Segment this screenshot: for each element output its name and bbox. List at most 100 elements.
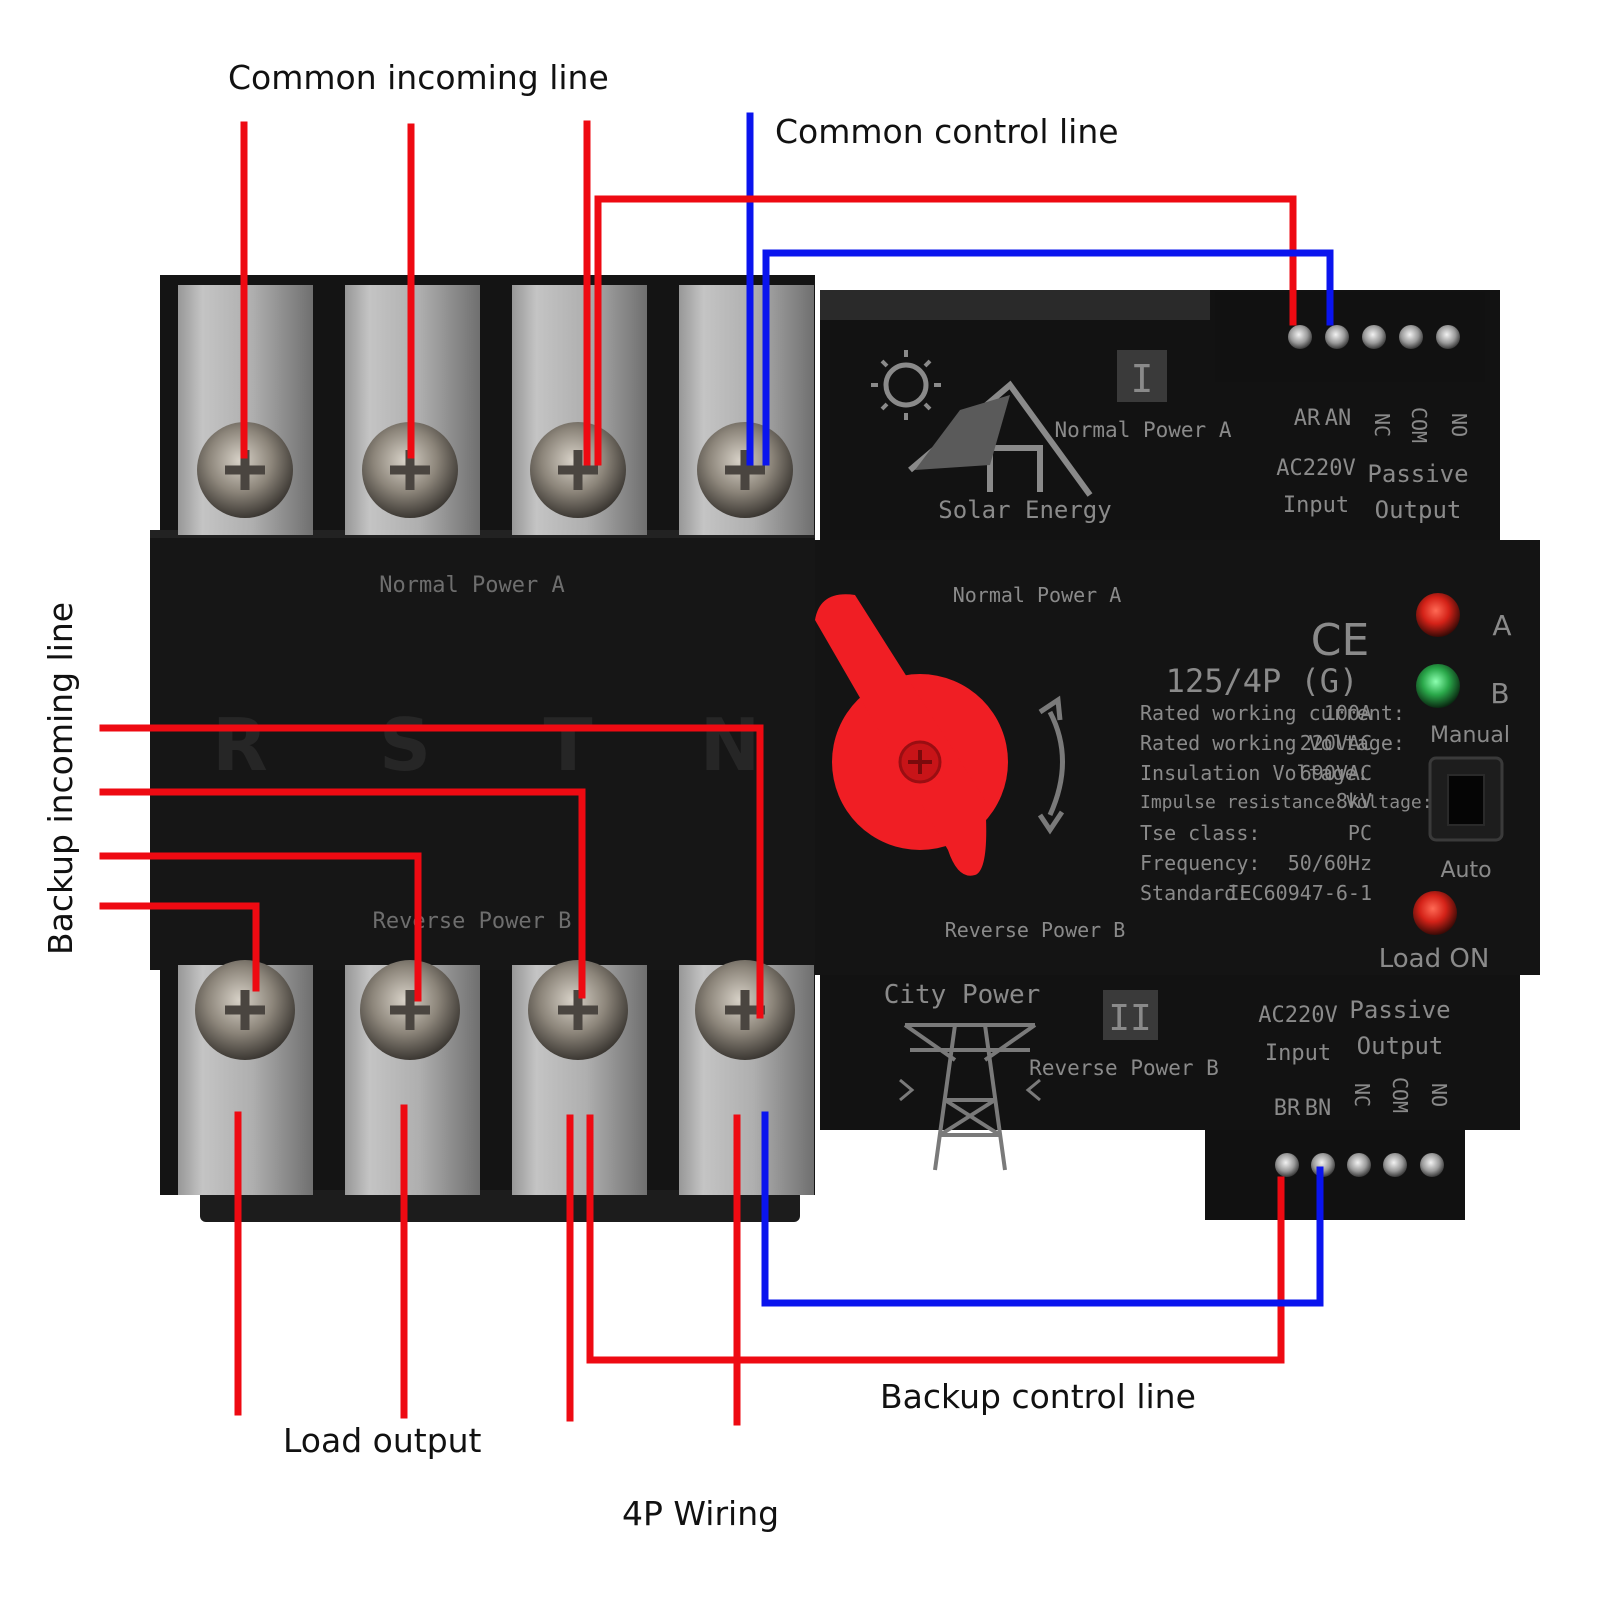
manual-auto-switch[interactable] [1428,756,1504,842]
spec-value: 50/60Hz [1288,851,1372,875]
led-b-label: B [1490,677,1509,710]
manual-label: Manual [1430,723,1510,748]
terminal-nc-b [1347,1153,1371,1177]
spec-value: 690VAC [1300,761,1372,785]
tower-arrows-icon [899,1078,1041,1102]
common-control-wire-phase [594,195,1297,466]
top-terminal-label-ar: AR [1294,406,1321,431]
spec-label: Rated working current: [1140,701,1405,725]
top-module-output: Output [1375,496,1462,524]
spec-value: PC [1348,821,1372,845]
auto-label: Auto [1440,858,1491,883]
bottom-module-output: Output [1357,1032,1444,1060]
sun-rays-icon [871,350,941,420]
top-module-passive: Passive [1367,460,1468,488]
spec-label: Tse class: [1140,821,1260,845]
bottom-screw-slot-3 [558,990,598,1030]
terminal-ar [1288,325,1312,349]
top-screw-slot-4 [725,450,765,490]
rotary-handle-lever[interactable] [815,594,987,876]
bottom-screw-slot-2 [390,990,430,1030]
breaker-bottom-label: Reverse Power B [373,909,572,934]
top-terminal-label-com: COM [1407,407,1431,443]
pole-letter-s: S [379,703,431,787]
bottom-terminal-label-com: COM [1388,1077,1412,1113]
bottom-terminal-label-bn: BN [1305,1096,1332,1121]
bottom-terminal-label-nc: NC [1350,1083,1374,1107]
led-a-indicator [1416,593,1460,637]
backup-incoming-wire-2 [99,788,586,999]
top-module-voltage: AC220V [1276,456,1355,481]
breaker-center-band [150,530,815,970]
bottom-terminal-covers [178,960,814,1195]
callout-common-incoming: Common incoming line [228,58,609,97]
top-module-input: Input [1283,493,1349,518]
load-on-label: Load ON [1379,944,1490,974]
callout-4p-wiring: 4P Wiring [622,1494,779,1533]
breaker-top-label: Normal Power A [379,573,564,598]
callout-common-control: Common control line [775,112,1119,151]
spec-label: Standard: [1140,881,1248,905]
solar-logo [871,350,1093,497]
callout-backup-control: Backup control line [880,1377,1196,1416]
common-control-wire-neutral [762,249,1334,466]
terminal-nc-a [1362,325,1386,349]
terminal-com-b [1383,1153,1407,1177]
controller-bottom-label: Reverse Power B [945,918,1126,942]
controller-bottom-module [820,975,1520,1130]
terminal-an [1325,325,1349,349]
spec-label: Rated working Voltage: [1140,731,1405,755]
spec-value: IEC60947-6-1 [1228,881,1373,905]
sun-icon [883,362,929,408]
top-module-logo-caption: Solar Energy [938,496,1111,524]
backup-control-wire-neutral [761,1111,1324,1307]
breaker-base [200,1190,800,1222]
model-number: 125/4P (G) [1166,662,1359,700]
bottom-module-title: Reverse Power B [1029,1056,1219,1080]
backup-incoming-wire-4 [99,902,260,992]
terminal-no-b [1420,1153,1444,1177]
terminal-no-a [1436,325,1460,349]
top-module-roman-badge [1117,350,1167,402]
bottom-module-roman-badge [1103,990,1158,1040]
controller-bottom-terminal-block [1205,1130,1465,1220]
bottom-module-passive: Passive [1349,996,1450,1024]
rotary-handle[interactable] [815,594,1008,876]
load-on-indicator [1413,891,1457,935]
top-terminal-label-nc: NC [1370,413,1394,437]
top-module-roman: I [1131,357,1154,401]
backup-incoming-wire-3 [99,852,422,1002]
spec-value: 100A [1324,701,1372,725]
bottom-terminal-label-no: NO [1427,1083,1451,1107]
led-a-label: A [1492,609,1511,642]
led-b-indicator [1416,664,1460,708]
top-control-terminals [1288,325,1460,349]
controller-top-label: Normal Power A [953,583,1122,607]
pole-letter-t: T [543,703,592,787]
controller-top-module-rim [820,290,1210,320]
spec-label: Frequency: [1140,851,1260,875]
spec-label: Impulse resistance Voltage: [1140,792,1433,813]
mode-switch-toggle[interactable] [1447,774,1485,826]
rotation-arrow-icon [1037,695,1065,835]
ce-mark: CE [1311,615,1370,666]
callout-backup-incoming: Backup incoming line [41,602,80,955]
spec-value: 8kV [1336,789,1372,813]
power-tower-icon [899,1023,1041,1171]
spec-value: 220VAC [1300,731,1372,755]
top-terminal-label-an: AN [1325,406,1352,431]
terminal-br [1275,1153,1299,1177]
top-terminal-label-no: NO [1447,413,1471,437]
top-screw-slot-3 [558,450,598,490]
breaker-center-band-edge [150,530,815,538]
bottom-module-logo-caption: City Power [884,980,1041,1010]
bottom-terminal-label-br: BR [1274,1096,1301,1121]
backup-incoming-wire-1 [99,724,764,1019]
spec-label: Insulation Voltage: [1140,761,1369,785]
bottom-module-voltage: AC220V [1258,1003,1337,1028]
bottom-module-roman: II [1108,998,1151,1039]
tower-frame-icon [903,1023,1037,1171]
backup-control-wire-phase [586,1114,1285,1364]
top-module-title: Normal Power A [1054,418,1231,442]
